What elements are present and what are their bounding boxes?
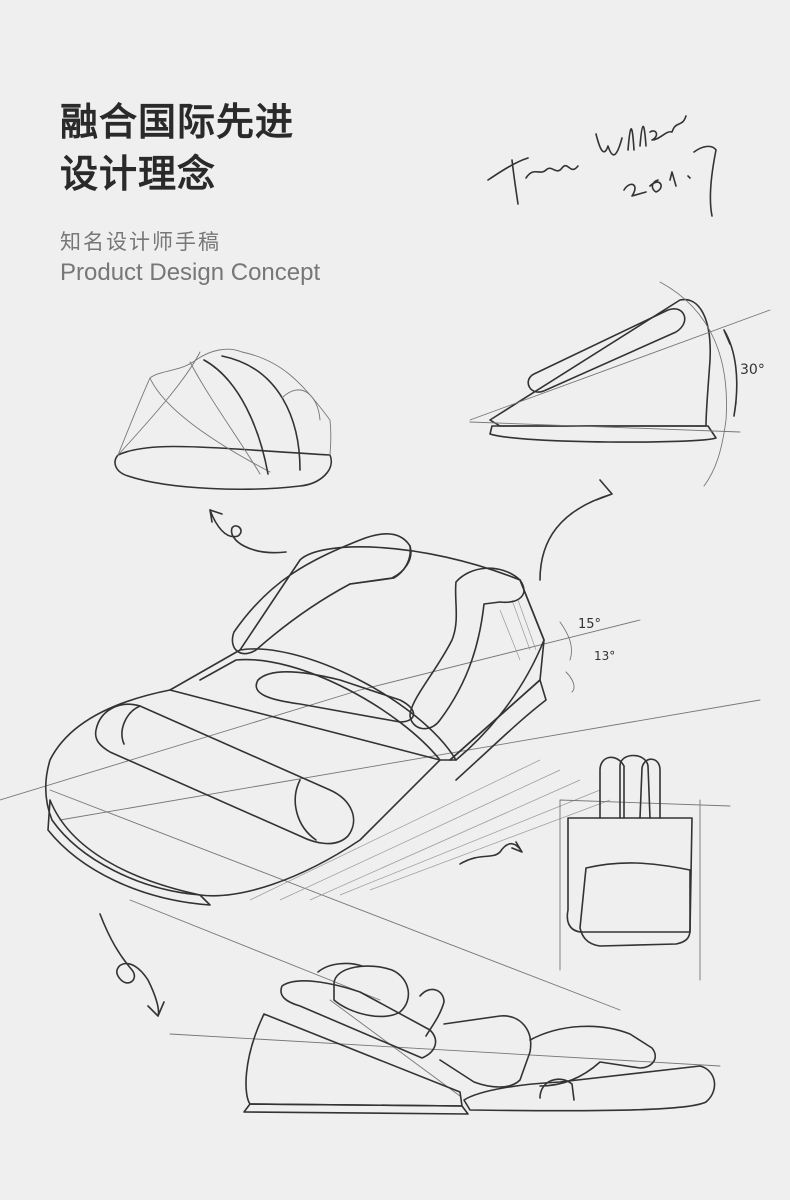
title-line-1: 融合国际先进 <box>60 100 295 144</box>
subtitle-en: Product Design Concept <box>60 259 321 286</box>
arrow-to-canopy <box>209 509 287 554</box>
baby-sketch <box>169 962 721 1115</box>
canopy-sketch <box>114 348 333 490</box>
bag-sketch <box>559 754 731 981</box>
arrow-to-bag <box>459 841 523 865</box>
wedge-sketch: 30° <box>469 281 771 487</box>
angle-label-15: 15° <box>578 617 601 632</box>
signature <box>487 115 717 217</box>
pillow-sketch: 15° 13° <box>0 533 761 1011</box>
angle-label-13: 13° <box>594 649 615 663</box>
arrow-to-baby <box>99 913 165 1017</box>
arrow-to-wedge <box>539 479 613 581</box>
subtitle-cn: 知名设计师手稿 <box>60 230 221 254</box>
angle-label-30: 30° <box>740 362 765 378</box>
page-title: 融合国际先进 设计理念 <box>60 96 294 200</box>
title-line-2: 设计理念 <box>60 152 217 196</box>
